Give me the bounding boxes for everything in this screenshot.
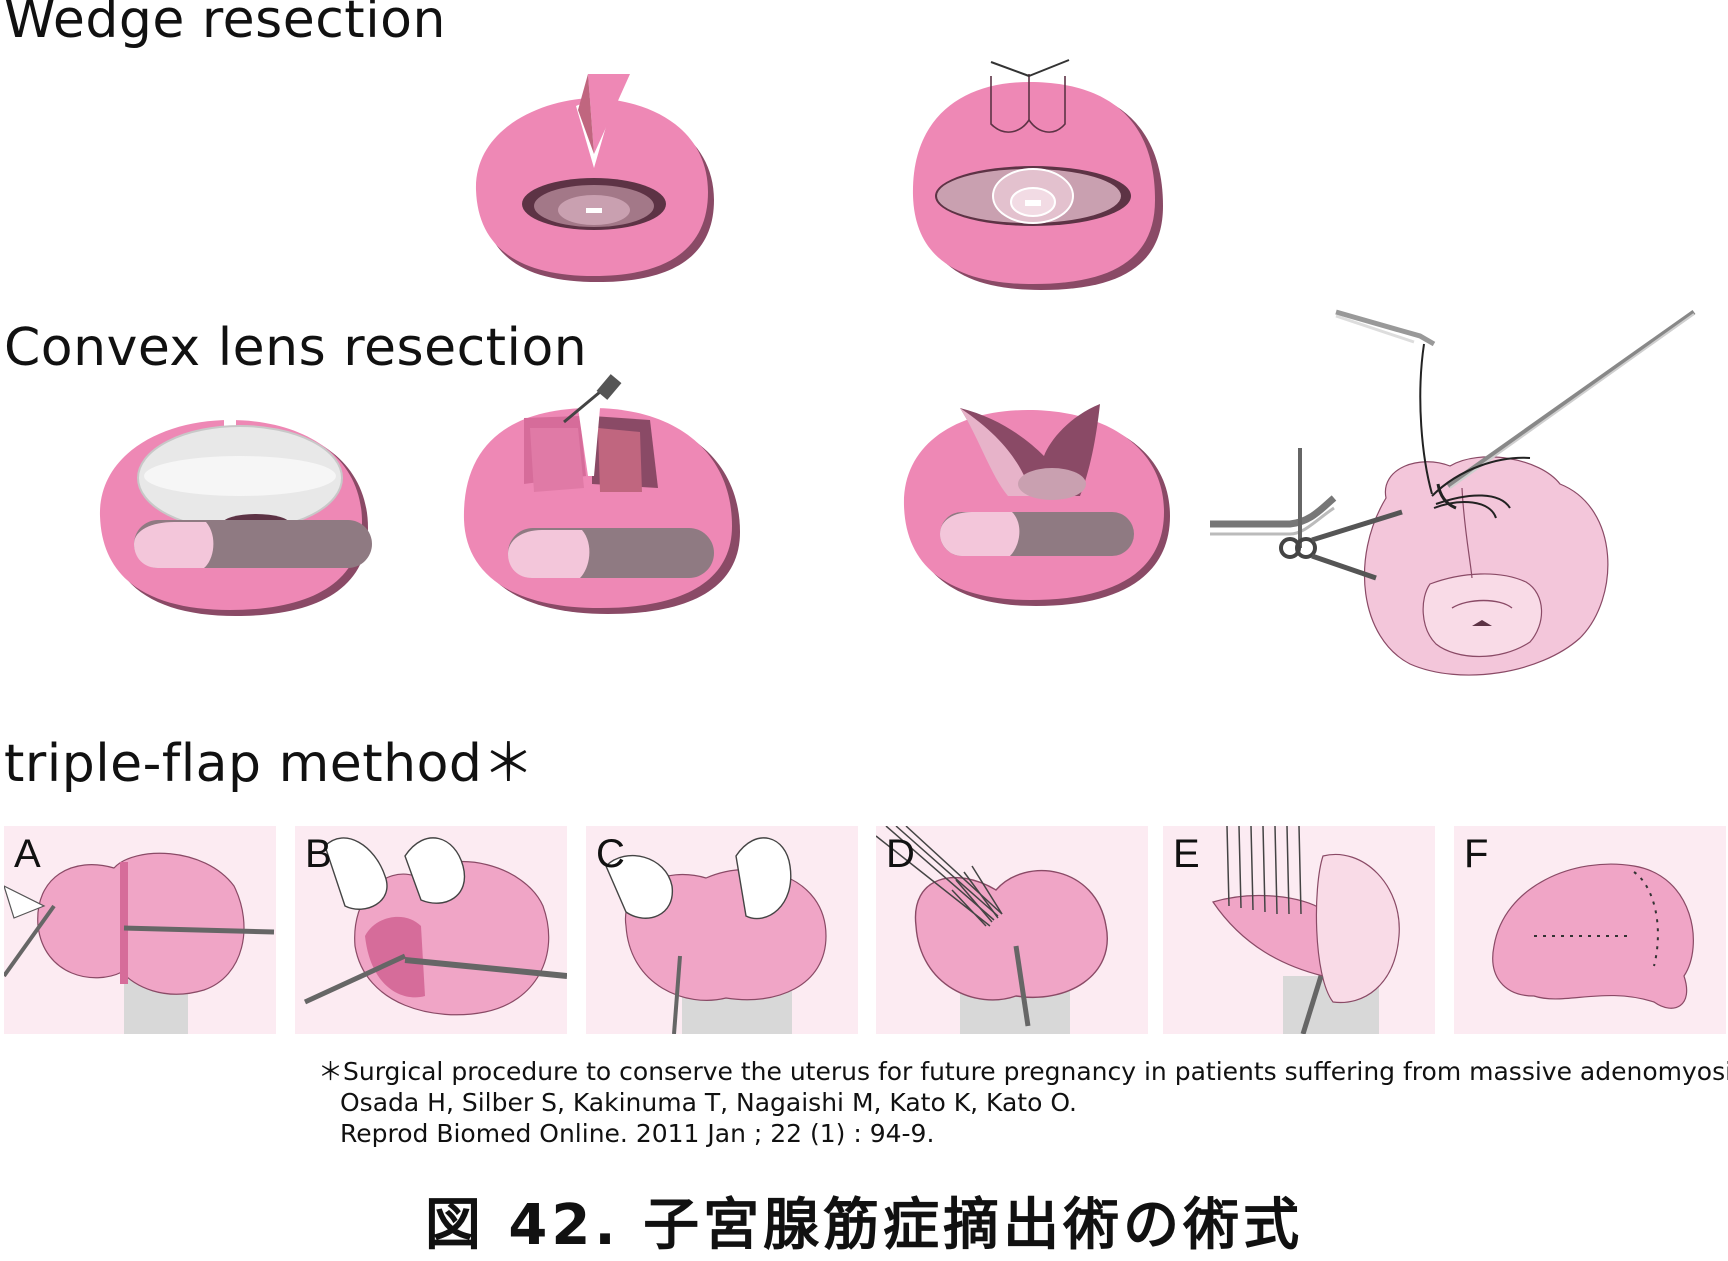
triple-flap-panel-a: A	[4, 826, 276, 1034]
convex-lens-illustration-2	[463, 374, 740, 614]
convex-lens-illustration-3	[903, 404, 1170, 606]
panel-letter-b: B	[305, 832, 332, 876]
wedge-resection-illustration-2	[912, 59, 1163, 290]
panel-letter-e: E	[1173, 832, 1200, 876]
panel-f-drawing	[1492, 863, 1694, 1009]
triple-flap-panel-c: C	[586, 826, 858, 1034]
footnote: ＊Surgical procedure to conserve the uter…	[318, 1056, 1728, 1149]
panel-e-drawing	[1212, 826, 1400, 1034]
footnote-line-2: Osada H, Silber S, Kakinuma T, Nagaishi …	[340, 1088, 1077, 1117]
triple-flap-panel-f: F	[1454, 826, 1726, 1034]
triple-flap-panel-b: B	[295, 826, 567, 1034]
triple-flap-panel-d: D	[876, 826, 1148, 1034]
wedge-resection-title: Wedge resection	[4, 0, 446, 50]
panel-d-drawing	[876, 826, 1108, 1034]
panel-a-drawing	[4, 852, 275, 1034]
panel-c-drawing	[605, 837, 827, 1034]
panel-letter-c: C	[596, 832, 625, 876]
figure-caption: 図 42. 子宮腺筋症摘出術の術式	[424, 1193, 1304, 1258]
wedge-resection-illustration-1	[475, 74, 714, 282]
convex-lens-suturing-illustration	[1210, 309, 1696, 676]
convex-lens-resection-title: Convex lens resection	[4, 318, 588, 378]
panel-letter-a: A	[14, 832, 41, 876]
triple-flap-panel-e: E	[1163, 826, 1435, 1034]
convex-lens-illustration-1	[99, 420, 372, 616]
triple-flap-title: triple-flap method＊	[4, 734, 535, 794]
panel-letter-f: F	[1464, 832, 1489, 876]
panel-letter-d: D	[886, 832, 915, 876]
panel-b-drawing	[303, 837, 567, 1016]
footnote-line-1: ＊Surgical procedure to conserve the uter…	[318, 1057, 1728, 1086]
footnote-line-3: Reprod Biomed Online. 2011 Jan ; 22 (1) …	[340, 1119, 935, 1148]
